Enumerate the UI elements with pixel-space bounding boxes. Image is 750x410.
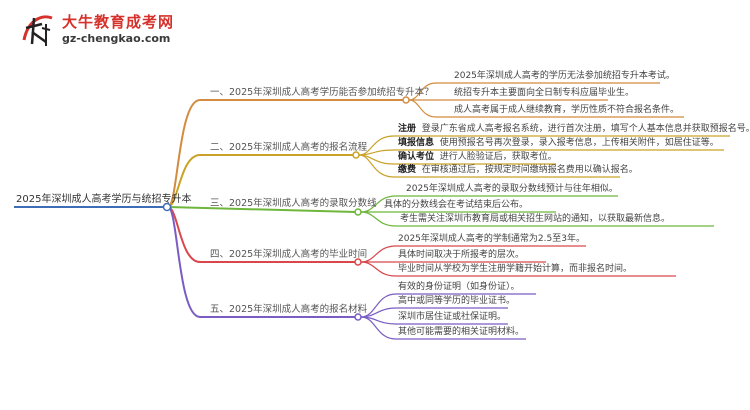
- leaf-2-1-text: 登录广东省成人高考报名系统，进行首次注册，填写个人基本信息并获取预报名号。: [421, 124, 750, 134]
- leaf-2-4: 缴费 在审核通过后，按规定时间缴纳报名费用以确认报名。: [398, 164, 638, 176]
- brand-logo[interactable]: 大牛教育成考网 gz-chengkao.com: [6, 4, 176, 52]
- brand-url: gz-chengkao.com: [62, 32, 171, 45]
- leaf-5-2: 高中或同等学历的毕业证书。: [398, 296, 516, 306]
- brand-title: 大牛教育成考网: [62, 13, 175, 31]
- leaf-1-3: 成人高考属于成人继续教育，学历性质不符合报名条件。: [454, 105, 680, 115]
- leaf-4-1: 2025年深圳成人高考的学制通常为2.5至3年。: [398, 234, 585, 244]
- daniu-logo-icon: [22, 15, 53, 46]
- trunk-branch-1: [167, 99, 404, 208]
- leaf-2-1-key: 注册: [398, 124, 417, 134]
- branch-2-label: 二、2025年深圳成人高考的报名流程: [210, 142, 368, 153]
- branch-4-label: 四、2025年深圳成人高考的毕业时间: [210, 249, 368, 260]
- leaf-1-2: 统招专升本主要面向全日制专科应届毕业生。: [454, 88, 635, 98]
- leaf-2-2-text: 使用预报名号再次登录，录入报考信息，上传相关附件，如居住证等。: [439, 138, 719, 148]
- leaf-2-3-text: 进行人脸验证后，获取考位。: [439, 152, 557, 162]
- leaf-1-1: 2025年深圳成人高考的学历无法参加统招专升本考试。: [454, 71, 675, 81]
- leaf-2-3-key: 确认考位: [398, 152, 435, 162]
- root-node: [162, 202, 172, 212]
- leaf-2-2-key: 填报信息: [398, 138, 435, 148]
- trunk-branch-3: [167, 206, 357, 213]
- leaf-2-2: 填报信息 使用预报名号再次登录，录入报考信息，上传相关附件，如居住证等。: [398, 137, 719, 149]
- root-topic: 2025年深圳成人高考学历与统招专升本: [16, 194, 192, 205]
- leaf-2-3: 确认考位 进行人脸验证后，获取考位。: [398, 151, 557, 163]
- leaf-5-4: 其他可能需要的相关证明材料。: [398, 327, 525, 337]
- leaf-4-3: 毕业时间从学校为学生注册学籍开始计算，而非报名时间。: [398, 264, 633, 274]
- trunk-branch-5: [167, 206, 356, 318]
- branch-1-label: 一、2025年深圳成人高考学历能否参加统招专升本？: [210, 87, 434, 98]
- leaf-2-1: 注册 登录广东省成人高考报名系统，进行首次注册，填写个人基本信息并获取预报名号。: [398, 123, 750, 135]
- leaf-3-2: 具体的分数线会在考试结束后公布。: [384, 200, 529, 210]
- leaf-5-3: 深圳市居住证或社保证明。: [398, 312, 507, 322]
- leaf-5-1: 有效的身份证明（如身份证）。: [398, 282, 520, 292]
- leaf-2-4-text: 在审核通过后，按规定时间缴纳报名费用以确认报名。: [421, 165, 638, 175]
- branch-5-label: 五、2025年深圳成人高考的报名材料: [210, 304, 368, 315]
- leaf-3-1: 2025年深圳成人高考的录取分数线预计与往年相似。: [406, 184, 618, 194]
- leaf-3-3: 考生需关注深圳市教育局或相关招生网站的通知，以获取最新信息。: [400, 214, 671, 224]
- leaf-2-4-key: 缴费: [398, 165, 417, 175]
- branch-3-label: 三、2025年深圳成人高考的录取分数线: [210, 198, 377, 209]
- leaf-4-2: 具体时间取决于所报考的层次。: [398, 250, 525, 260]
- trunk-branch-2: [167, 154, 354, 208]
